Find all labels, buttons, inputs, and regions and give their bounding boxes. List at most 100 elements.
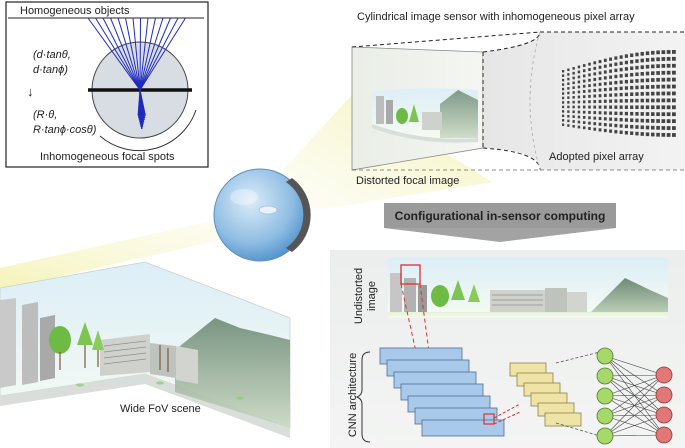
pixel [630, 111, 634, 116]
pixel [635, 131, 639, 136]
pixel [593, 122, 597, 126]
coord-planar-line2: d·tanϕ) [33, 64, 68, 76]
pixel [582, 79, 586, 83]
pixel [656, 57, 660, 62]
pixel [645, 51, 650, 56]
pixel [588, 100, 591, 104]
pixel [672, 119, 676, 124]
pixel [640, 105, 644, 110]
pixel [582, 84, 586, 88]
pixel [619, 111, 623, 116]
pixel [562, 74, 565, 77]
pixel [672, 98, 676, 103]
pixel [661, 98, 666, 103]
pixel [635, 105, 639, 110]
pixel [609, 105, 613, 109]
pixel [577, 100, 581, 104]
pixel [656, 84, 660, 89]
pixel [651, 112, 655, 116]
pixel [656, 50, 660, 55]
pixel [593, 83, 597, 87]
pixel [645, 85, 650, 89]
pixel [640, 98, 644, 103]
ray-line [137, 89, 141, 116]
pixel [603, 87, 607, 92]
pixel [666, 56, 671, 61]
pixel [656, 77, 660, 82]
pixel [630, 98, 634, 103]
pixel [577, 110, 581, 114]
pixel [598, 65, 602, 69]
pixel [624, 111, 628, 116]
pixel [635, 92, 639, 96]
pixel [624, 130, 628, 135]
pixel [588, 62, 591, 66]
pixel [609, 111, 613, 115]
pixel [588, 89, 591, 93]
spherical-lens [213, 168, 311, 262]
inset-bottom-label: Inhomogeneous focal spots [40, 151, 175, 163]
pixel [598, 105, 602, 109]
pixel [588, 78, 591, 82]
pixel [577, 75, 581, 79]
pixel [661, 77, 666, 82]
pixel [598, 122, 602, 126]
pixel [661, 64, 666, 68]
pixel [562, 110, 565, 113]
pixel-array-label: Adopted pixel array [549, 151, 644, 163]
light-cone-scene [0, 212, 252, 290]
pixel [640, 132, 644, 136]
pixel [619, 130, 623, 134]
pixel [624, 67, 628, 71]
pixel [640, 112, 644, 116]
pixel [572, 81, 575, 85]
pixel [603, 105, 607, 109]
pixel [651, 57, 655, 62]
pixel [645, 78, 650, 83]
pixel [645, 125, 650, 130]
pixel [651, 105, 655, 110]
nn-edge [604, 414, 665, 437]
nn-node-hidden [596, 367, 614, 385]
pixel [609, 93, 613, 97]
sensor-title: Cylindrical image sensor with inhomogene… [357, 11, 635, 23]
pixel [562, 114, 565, 118]
pixel-array [562, 50, 676, 137]
pixel [567, 105, 570, 109]
pixel [582, 90, 586, 93]
pixel [603, 99, 607, 103]
ray-line [139, 17, 171, 91]
pixel [567, 91, 570, 95]
pixel [609, 129, 613, 133]
pixel [577, 115, 581, 119]
pixel [666, 98, 671, 103]
pixel [603, 82, 607, 86]
pixel [656, 132, 660, 137]
pixel [672, 112, 676, 117]
pixel [651, 125, 655, 130]
pixel [672, 70, 676, 75]
pixel [603, 117, 607, 121]
pixel [567, 77, 570, 81]
nn-node-hidden [596, 407, 614, 425]
coord-cylindrical-line1: (R·θ, [33, 109, 57, 121]
distorted-focal-image [372, 88, 478, 143]
undistorted-label-line2: image [366, 281, 378, 311]
pixel [598, 111, 602, 115]
pixel [603, 111, 607, 115]
ray-line [117, 17, 141, 91]
pixel [582, 64, 586, 67]
pixel [582, 121, 586, 125]
pixel [666, 112, 671, 117]
pixel [651, 91, 655, 96]
ray-line [139, 17, 179, 91]
pixel [640, 51, 644, 56]
pixel [666, 126, 671, 130]
ray-line [139, 17, 186, 91]
pixel [640, 92, 644, 96]
ray-line [139, 17, 149, 91]
pixel [593, 127, 597, 131]
pixel [661, 91, 666, 96]
pixel [635, 118, 639, 123]
